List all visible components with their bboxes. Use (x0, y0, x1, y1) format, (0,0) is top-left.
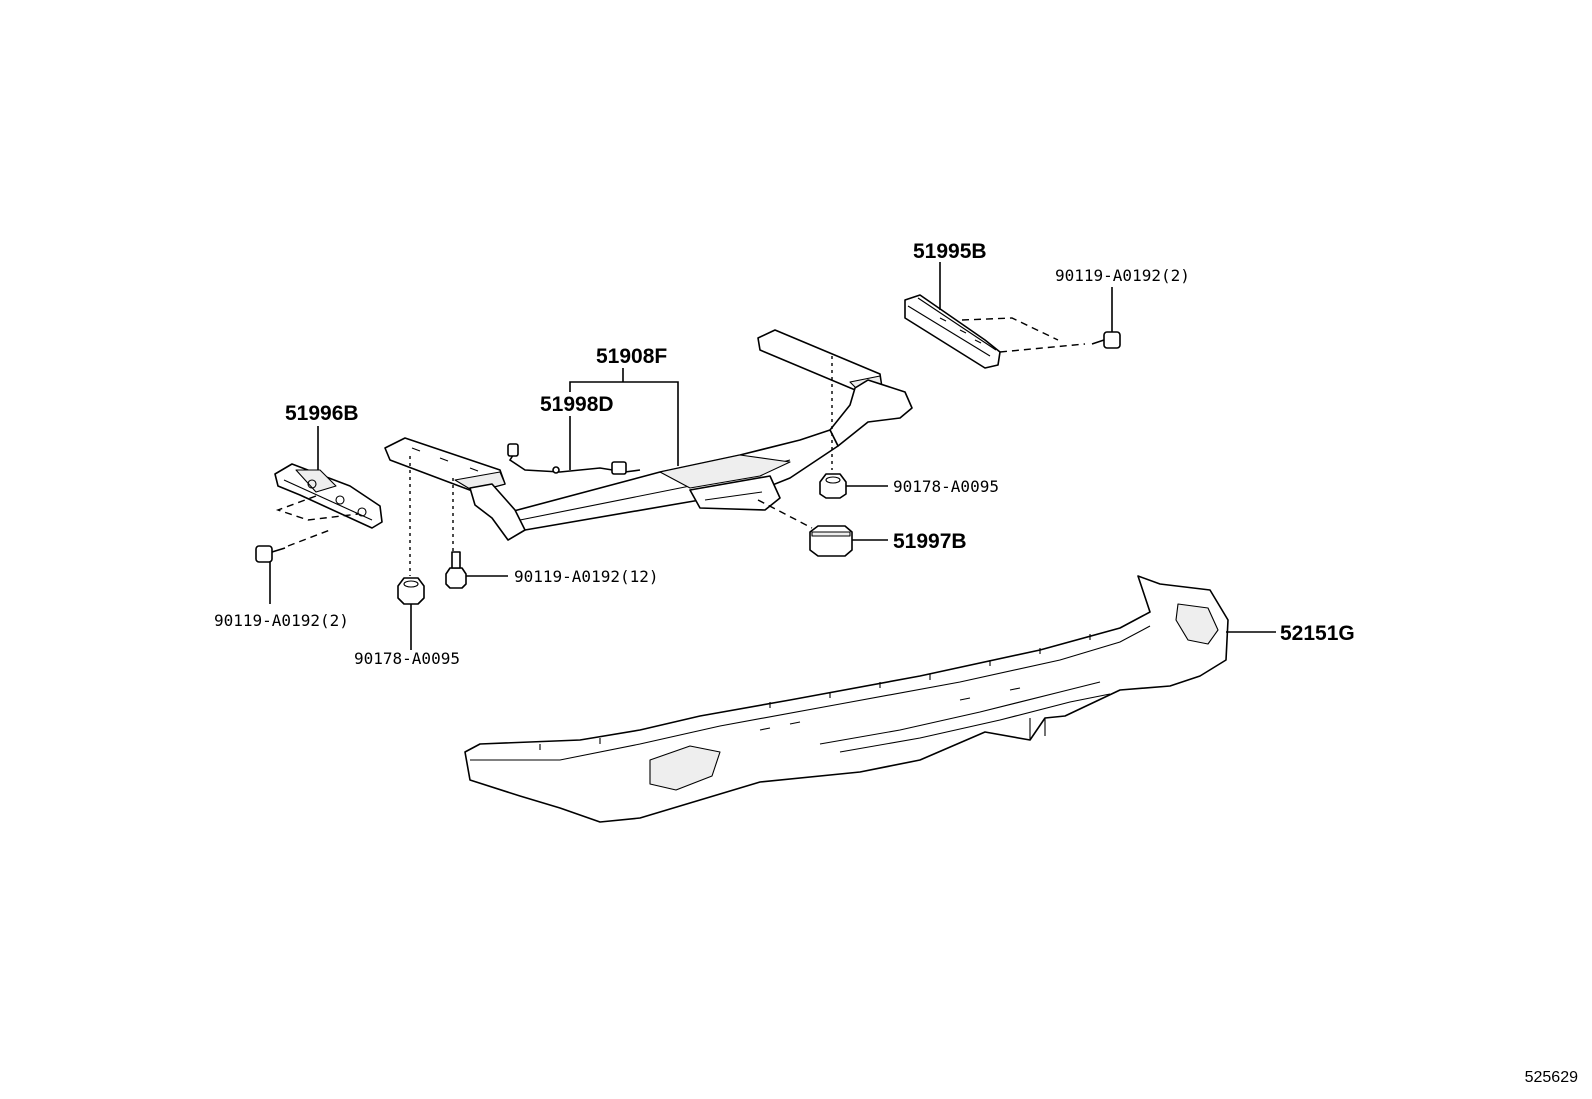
reference-number: 525629 (1524, 1069, 1578, 1086)
nut-icon-left (397, 577, 425, 605)
leader-51908f (569, 368, 679, 466)
bracket-51995b (904, 294, 1001, 369)
label-90178-a0095-left: 90178-A0095 (354, 649, 460, 668)
bracket-51996b (274, 463, 383, 529)
dashed-51995b-bolt-upper (961, 317, 1059, 341)
label-90119-a0192-12: 90119-A0192(12) (514, 567, 659, 586)
label-51995b: 51995B (913, 240, 987, 263)
bolt-icon-left (255, 545, 286, 563)
wire-harness-51998d (507, 443, 641, 475)
label-90119-a0192-2-left: 90119-A0192(2) (214, 611, 349, 630)
dashed-cap-51997b (757, 499, 813, 529)
label-51908f: 51908F (596, 345, 667, 368)
label-51996b: 51996B (285, 402, 359, 425)
label-52151g: 52151G (1280, 622, 1355, 645)
bolt-icon-center (445, 551, 467, 589)
label-51998d: 51998D (540, 393, 614, 416)
label-90178-a0095-right: 90178-A0095 (893, 477, 999, 496)
dashed-51996b-bolt (275, 495, 359, 547)
bolt-icon-right (1091, 331, 1121, 349)
label-51997b: 51997B (893, 530, 967, 553)
label-90119-a0192-2-right: 90119-A0192(2) (1055, 266, 1190, 285)
bumper-cover-52151g (464, 575, 1229, 823)
hitch-frame-51908f (384, 329, 913, 541)
dashed-51995b-bolt-lower (999, 343, 1086, 353)
nut-icon-right (819, 473, 847, 499)
cap-51997b (809, 525, 853, 557)
